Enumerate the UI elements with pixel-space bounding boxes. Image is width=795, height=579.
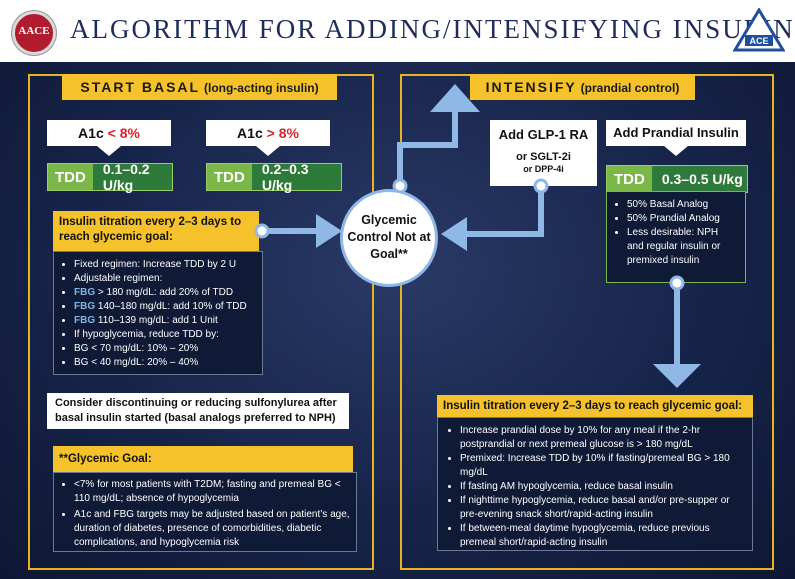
a1c-above-8-box: A1c > 8% xyxy=(206,120,330,146)
start-basal-subtitle: (long-acting insulin) xyxy=(203,81,319,95)
adjustable-regimen-item: Adjustable regimen: xyxy=(74,272,256,286)
prandial-titration-5: If between-meal daytime hypoglycemia, re… xyxy=(460,522,744,550)
ace-logo: ACE xyxy=(733,8,785,52)
consider-sulfonylurea-box: Consider discontinuing or reducing sulfo… xyxy=(47,393,349,429)
tdd-prandial-value: 0.3–0.5 U/kg xyxy=(661,171,743,187)
glycemic-goal-box: <7% for most patients with T2DM; fasting… xyxy=(53,472,357,552)
fbg-label-2: FBG xyxy=(74,301,96,312)
prandial-titration-3: If fasting AM hypoglycemia, reduce basal… xyxy=(460,480,744,494)
fbg-rule-2: FBG 140–180 mg/dL: add 10% of TDD xyxy=(74,300,256,314)
a1c-below-8-box: A1c < 8% xyxy=(47,120,171,146)
tdd-prandial-label: TDD xyxy=(607,166,652,192)
glp1-or-sglt2: or SGLT-2i xyxy=(516,151,571,163)
a1c-high-label: A1c xyxy=(237,125,263,141)
tdd-low-label: TDD xyxy=(48,164,93,190)
a1c-low-label: A1c xyxy=(78,125,104,141)
goal-item-1: <7% for most patients with T2DM; fasting… xyxy=(74,478,350,506)
tdd-high-box: TDD 0.2–0.3 U/kg xyxy=(206,161,342,193)
a1c-low-value: < 8% xyxy=(107,125,140,141)
tdd-prandial-box: TDD 0.3–0.5 U/kg xyxy=(606,165,748,193)
fbg-rule-3: FBG 110–139 mg/dL: add 1 Unit xyxy=(74,314,256,328)
basal-titration-box: Fixed regimen: Increase TDD by 2 U Adjus… xyxy=(53,251,263,375)
intensify-subtitle: (prandial control) xyxy=(580,81,680,95)
prandial-titration-box: Increase prandial dose by 10% for any me… xyxy=(437,417,753,551)
prandial-titration-1: Increase prandial dose by 10% for any me… xyxy=(460,424,744,452)
tdd-low-box: TDD 0.1–0.2 U/kg xyxy=(47,161,173,193)
prandial-option-2: 50% Prandial Analog xyxy=(627,212,737,226)
prandial-titration-4: If nighttime hypoglycemia, reduce basal … xyxy=(460,494,744,522)
intensify-title: INTENSIFY xyxy=(485,79,577,95)
fixed-regimen-item: Fixed regimen: Increase TDD by 2 U xyxy=(74,258,256,272)
glycemic-control-circle: Glycemic Control Not at Goal** xyxy=(340,189,438,287)
fbg-text-2: 140–180 mg/dL: add 10% of TDD xyxy=(97,301,247,312)
prandial-option-1: 50% Basal Analog xyxy=(627,198,737,212)
fbg-label-1: FBG xyxy=(74,287,96,298)
glp1-or-dpp4: or DPP-4i xyxy=(523,164,564,174)
bg-rule-1: BG < 70 mg/dL: 10% – 20% xyxy=(74,342,256,356)
glycemic-goal-heading: **Glycemic Goal: xyxy=(53,446,353,472)
tdd-high-value: 0.2–0.3 U/kg xyxy=(261,161,309,193)
fbg-text-1: > 180 mg/dL: add 20% of TDD xyxy=(97,287,234,298)
tdd-low-value: 0.1–0.2 U/kg xyxy=(102,161,150,193)
a1c-high-value: > 8% xyxy=(266,125,299,141)
page-title: ALGORITHM FOR ADDING/INTENSIFYING INSULI… xyxy=(70,14,795,44)
prandial-option-3: Less desirable: NPH and regular insulin … xyxy=(627,226,737,268)
fbg-text-3: 110–139 mg/dL: add 1 Unit xyxy=(97,315,218,326)
glycemic-control-text: Glycemic Control Not at Goal** xyxy=(347,213,431,261)
intensify-heading: INTENSIFY (prandial control) xyxy=(470,74,695,100)
header: AACE ALGORITHM FOR ADDING/INTENSIFYING I… xyxy=(0,0,795,62)
fbg-label-3: FBG xyxy=(74,315,96,326)
prandial-options-box: 50% Basal Analog 50% Prandial Analog Les… xyxy=(606,191,746,283)
bg-rule-2: BG < 40 mg/dL: 20% – 40% xyxy=(74,356,256,370)
aace-logo-text: AACE xyxy=(18,25,50,37)
start-basal-heading: START BASAL (long-acting insulin) xyxy=(62,74,337,100)
hypoglycemia-item: If hypoglycemia, reduce TDD by: xyxy=(74,328,256,342)
add-prandial-box: Add Prandial Insulin xyxy=(606,120,746,146)
goal-item-2: A1c and FBG targets may be adjusted base… xyxy=(74,508,350,550)
basal-titration-heading: Insulin titration every 2–3 days to reac… xyxy=(53,211,259,251)
glp1-title: Add GLP-1 RA xyxy=(498,127,589,142)
tdd-high-label: TDD xyxy=(207,164,252,190)
ace-logo-text: ACE xyxy=(749,36,768,46)
fbg-rule-1: FBG > 180 mg/dL: add 20% of TDD xyxy=(74,286,256,300)
prandial-titration-heading: Insulin titration every 2–3 days to reac… xyxy=(437,395,753,417)
aace-logo: AACE xyxy=(12,11,56,55)
glp1-box: Add GLP-1 RA or SGLT-2i or DPP-4i xyxy=(490,120,597,186)
prandial-titration-2: Premixed: Increase TDD by 10% if fasting… xyxy=(460,452,744,480)
start-basal-title: START BASAL xyxy=(80,79,201,95)
